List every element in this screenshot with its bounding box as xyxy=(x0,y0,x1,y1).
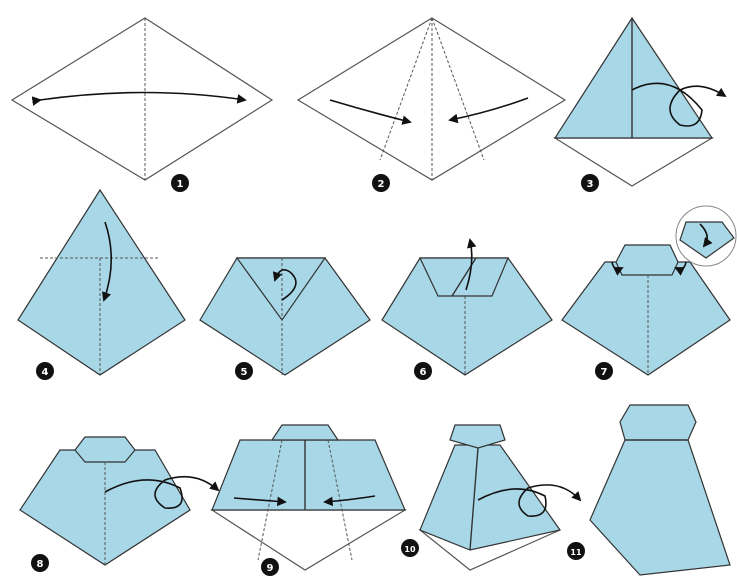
step-badge-7: 7 xyxy=(595,362,613,380)
step-3 xyxy=(555,18,725,186)
step-badge-8: 8 xyxy=(31,554,49,572)
step-number: 6 xyxy=(420,367,427,378)
step-6 xyxy=(382,240,552,375)
step-2 xyxy=(298,18,565,180)
step-number: 4 xyxy=(42,367,49,378)
step-5 xyxy=(200,258,370,375)
step-badge-6: 6 xyxy=(414,362,432,380)
step-badge-10: 10 xyxy=(401,539,419,557)
step-number: 3 xyxy=(587,179,594,190)
step-badge-4: 4 xyxy=(36,362,54,380)
step-number: 2 xyxy=(378,179,385,190)
step-9 xyxy=(212,425,405,570)
step-number: 9 xyxy=(267,563,274,574)
step-badge-9: 9 xyxy=(261,558,279,576)
step-number: 10 xyxy=(404,545,416,554)
step-badge-1: 1 xyxy=(171,174,189,192)
step-number: 8 xyxy=(37,559,44,570)
step-7 xyxy=(562,206,736,375)
step-10 xyxy=(420,425,580,570)
step-1 xyxy=(12,18,272,180)
step-4 xyxy=(18,190,185,375)
step-badge-2: 2 xyxy=(372,174,390,192)
step-number: 7 xyxy=(601,367,608,378)
step-badge-3: 3 xyxy=(581,174,599,192)
step-number: 1 xyxy=(177,179,184,190)
step-number: 5 xyxy=(241,367,248,378)
step-11 xyxy=(590,405,730,575)
step-number: 11 xyxy=(570,548,582,557)
step-badge-11: 11 xyxy=(567,542,585,560)
step-badge-5: 5 xyxy=(235,362,253,380)
step-8 xyxy=(20,437,218,565)
